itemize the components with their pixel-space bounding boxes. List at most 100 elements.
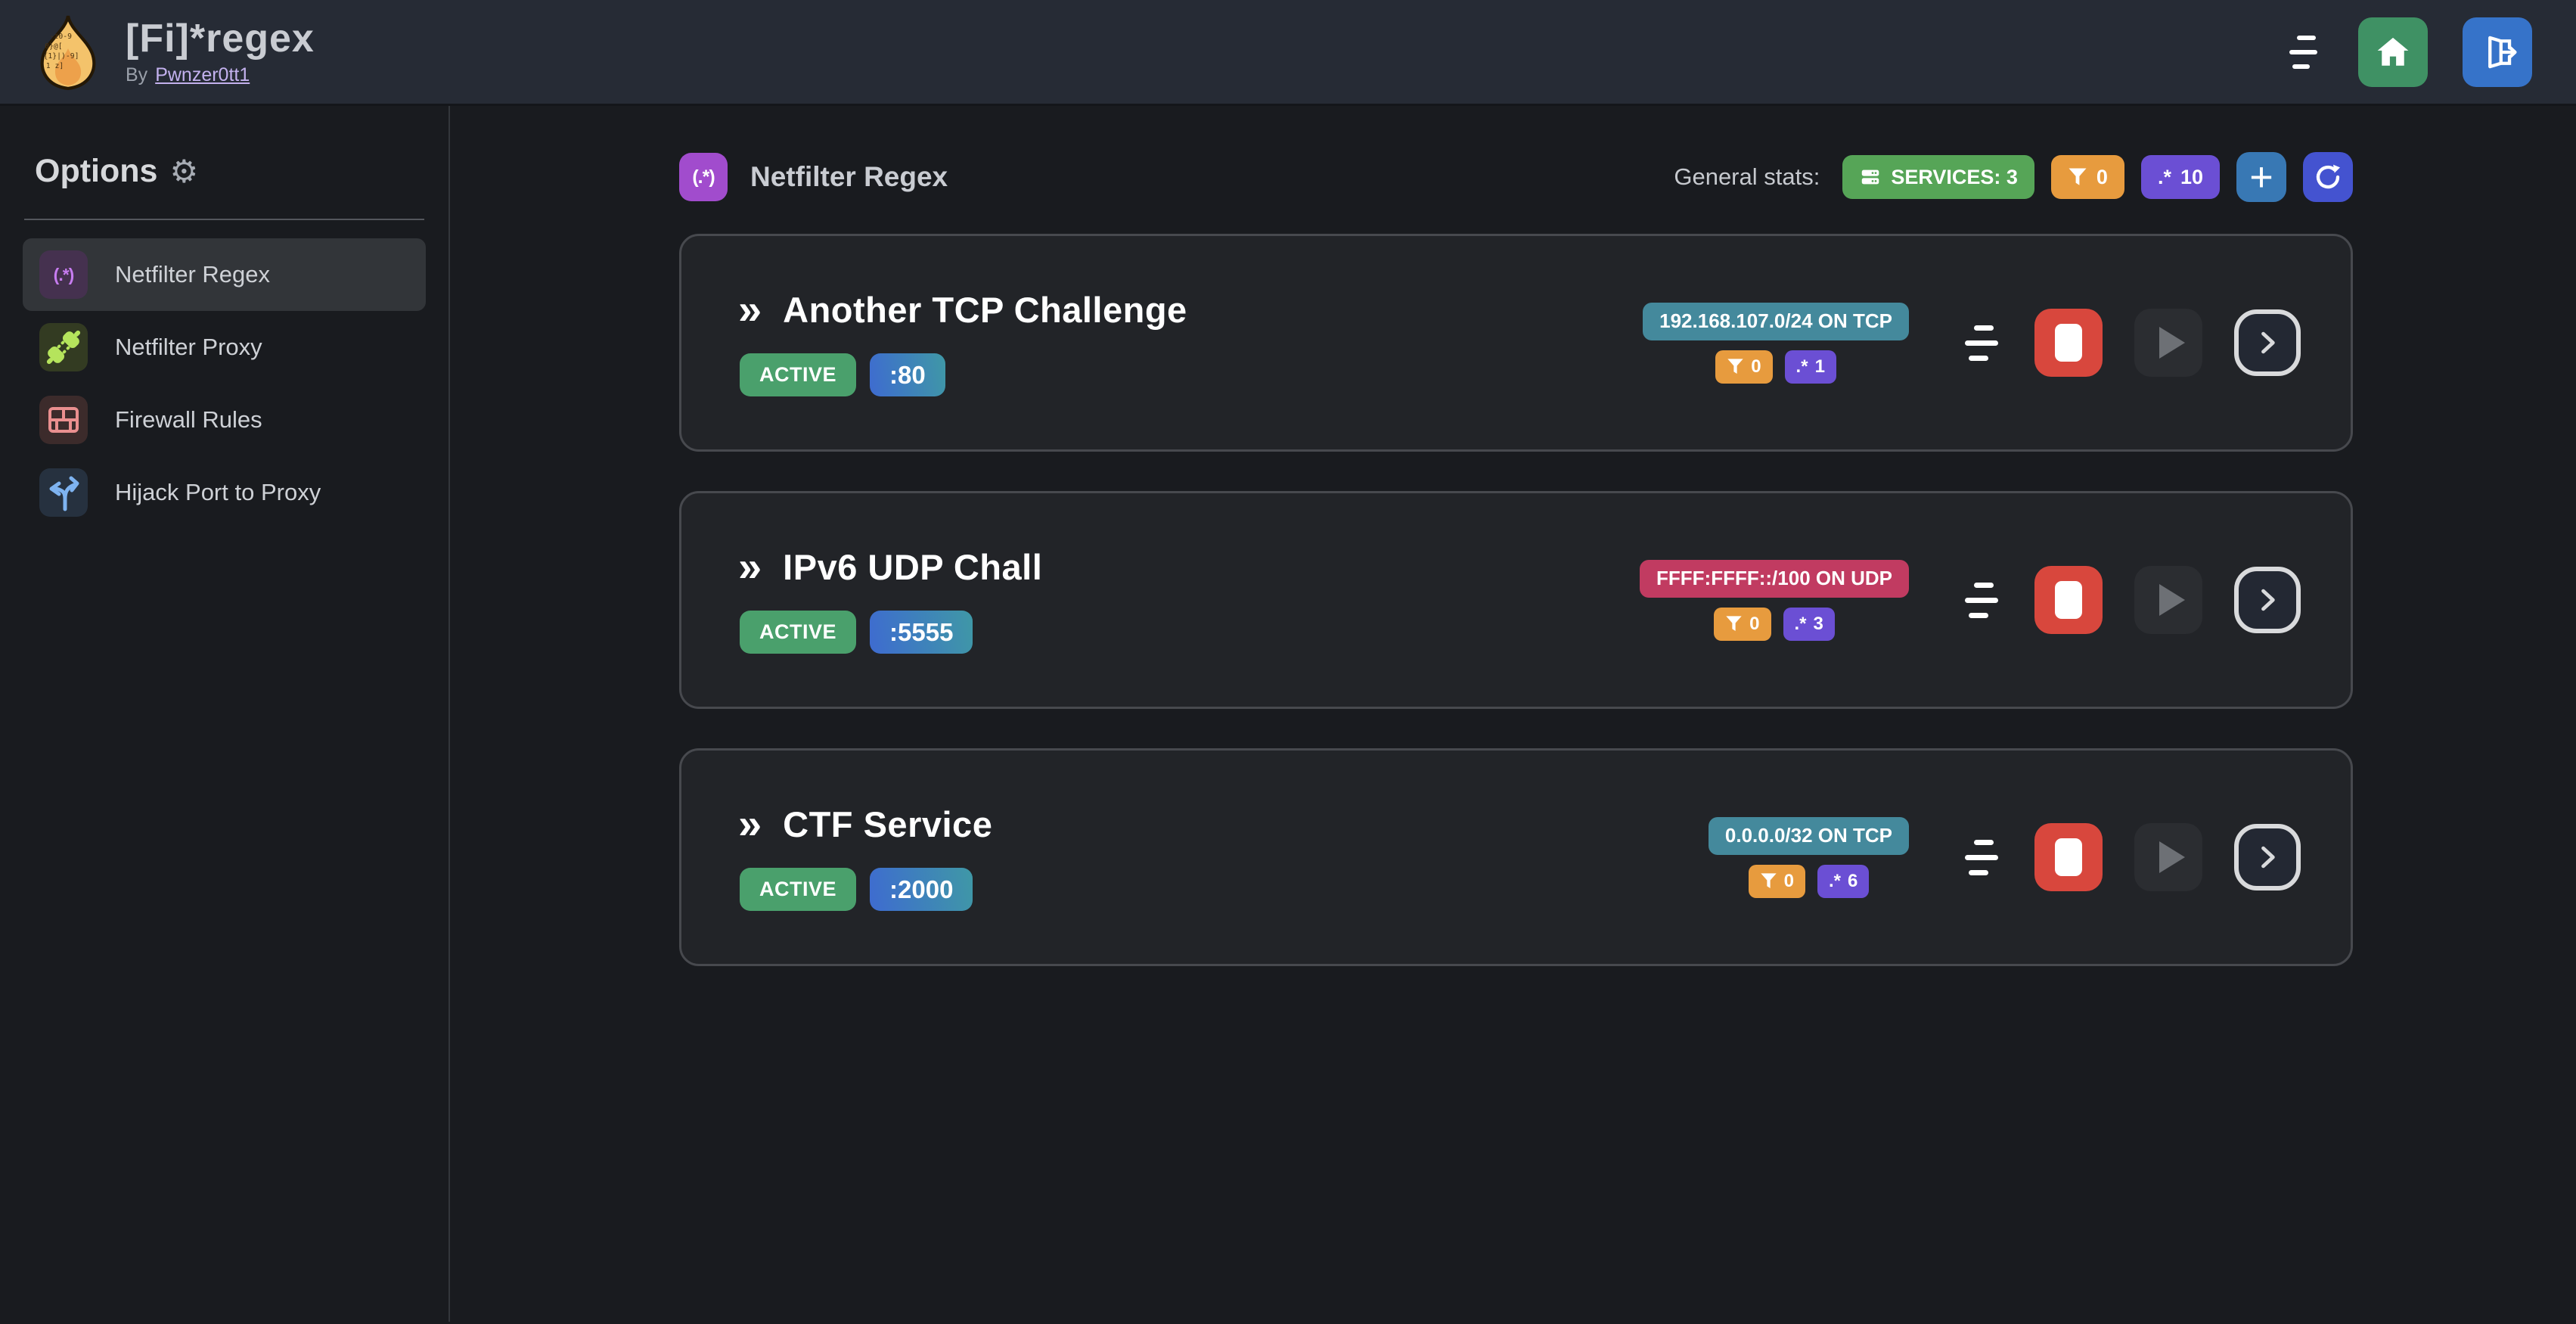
byline-label: By: [126, 64, 148, 85]
filters-count-badge: 0: [2050, 155, 2124, 199]
port-badge: :5555: [870, 611, 973, 654]
dot-star-icon: .*: [1794, 613, 1807, 634]
refresh-icon: [2316, 164, 2340, 189]
brick-wall-icon: [39, 396, 88, 444]
regex-count-label: 6: [1847, 870, 1858, 891]
service-card: » IPv6 UDP Chall ACTIVE :5555 FFFF:FFFF:…: [679, 491, 2353, 709]
sidebar-divider: [24, 219, 424, 220]
regex-count-label: 1: [1814, 356, 1825, 377]
port-badge: :2000: [870, 868, 973, 911]
start-service-button[interactable]: [2134, 309, 2202, 377]
service-card-badges: 0.0.0.0/32 ON TCP 0 .* 6: [1708, 816, 1909, 898]
main-content: (.*) Netfilter Regex General stats:: [450, 106, 2576, 1322]
services-count-label: SERVICES: 3: [1891, 165, 2018, 188]
cidr-badge: FFFF:FFFF::/100 ON UDP: [1640, 559, 1909, 598]
open-service-button[interactable]: [2234, 567, 2301, 633]
cidr-badge: 0.0.0.0/32 ON TCP: [1708, 816, 1909, 855]
sidebar-item-firewall-rules[interactable]: Firewall Rules: [23, 384, 426, 456]
open-service-button[interactable]: [2234, 309, 2301, 376]
flame-logo-icon: -z0-9 0}@[ {1}|)-9] 1 z]: [40, 15, 96, 90]
plus-icon: +: [2249, 154, 2273, 200]
service-card-info: » Another TCP Challenge ACTIVE :80: [738, 288, 1187, 396]
service-card: » CTF Service ACTIVE :2000 0.0.0.0/32 ON…: [679, 748, 2353, 966]
service-name: CTF Service: [783, 804, 993, 844]
dot-star-icon: .*: [1795, 356, 1808, 377]
sidebar-heading-label: Options: [35, 153, 158, 189]
service-name: Another TCP Challenge: [783, 290, 1187, 330]
dot-star-icon: .*: [1828, 870, 1841, 891]
filters-count-label: 0: [1749, 613, 1760, 634]
regex-count-badge: .* 3: [1783, 607, 1835, 641]
main-header: (.*) Netfilter Regex General stats:: [679, 152, 2353, 202]
svg-text:0}@[: 0}@[: [45, 42, 62, 51]
split-arrows-icon: [39, 468, 88, 517]
sidebar-item-hijack-port-to-proxy[interactable]: Hijack Port to Proxy: [23, 456, 426, 529]
service-name: IPv6 UDP Chall: [783, 547, 1043, 587]
start-service-button[interactable]: [2134, 566, 2202, 634]
regex-icon: (.*): [39, 250, 88, 299]
regex-count-label: 10: [2180, 165, 2203, 188]
add-service-button[interactable]: +: [2236, 152, 2286, 202]
start-service-button[interactable]: [2134, 823, 2202, 891]
chevron-right-icon: [2261, 846, 2275, 869]
general-stats-label: General stats:: [1674, 163, 1820, 190]
play-icon: [2159, 327, 2185, 359]
refresh-button[interactable]: [2303, 152, 2353, 202]
stop-icon: [2055, 581, 2082, 619]
chevron-right-icon: [2261, 331, 2275, 354]
filters-count-badge: 0: [1748, 864, 1805, 898]
filter-icon: [1760, 873, 1777, 889]
sidebar: Options ⚙ (.*) Netfilter Regex: [0, 106, 450, 1322]
sidebar-item-label: Netfilter Regex: [115, 261, 271, 287]
service-menu-icon[interactable]: [1960, 578, 2003, 623]
netfilter-regex-icon: (.*): [679, 153, 728, 201]
service-card-controls: FFFF:FFFF::/100 ON UDP 0 .* 3: [1640, 559, 2301, 641]
sidebar-item-netfilter-proxy[interactable]: Netfilter Proxy: [23, 311, 426, 384]
regex-count-badge: .* 1: [1784, 350, 1836, 384]
filter-icon: [2069, 168, 2087, 185]
status-badge: ACTIVE: [740, 868, 857, 911]
filters-count-label: 0: [2096, 165, 2108, 188]
play-icon: [2159, 841, 2185, 873]
service-card: » Another TCP Challenge ACTIVE :80 192.1…: [679, 234, 2353, 452]
general-stats: General stats: SERVICES: 3: [1674, 152, 2353, 202]
service-menu-icon[interactable]: [1960, 835, 2003, 880]
gear-icon: ⚙: [169, 154, 199, 189]
service-menu-icon[interactable]: [1960, 321, 2003, 365]
logout-button[interactable]: [2463, 17, 2532, 87]
server-icon: [1862, 169, 1879, 185]
service-card-badges: 192.168.107.0/24 ON TCP 0 .* 1: [1643, 302, 1909, 384]
svg-text:1 z]: 1 z]: [46, 62, 64, 70]
filters-count-label: 0: [1751, 356, 1761, 377]
author-link[interactable]: Pwnzer0tt1: [155, 64, 250, 85]
regex-count-badge: .* 10: [2140, 155, 2220, 199]
title-block: [Fi]*regex By Pwnzer0tt1: [126, 17, 315, 85]
filter-icon: [1726, 616, 1742, 632]
stop-service-button[interactable]: [2034, 566, 2103, 634]
sidebar-item-label: Hijack Port to Proxy: [115, 479, 321, 505]
port-badge: :80: [870, 353, 945, 396]
service-card-badges: FFFF:FFFF::/100 ON UDP 0 .* 3: [1640, 559, 1909, 641]
service-card-info: » CTF Service ACTIVE :2000: [738, 803, 992, 911]
regex-icon-glyph: (.*): [53, 264, 75, 284]
plug-link-icon: [39, 323, 88, 371]
double-chevron-icon: »: [738, 800, 762, 848]
play-icon: [2159, 584, 2185, 616]
status-badge: ACTIVE: [740, 353, 857, 396]
dot-star-icon: .*: [2157, 165, 2171, 188]
open-service-button[interactable]: [2234, 824, 2301, 890]
regex-count-label: 3: [1813, 613, 1823, 634]
menu-icon[interactable]: [2283, 30, 2323, 75]
cidr-badge: 192.168.107.0/24 ON TCP: [1643, 302, 1909, 340]
navbar-actions: [2283, 17, 2532, 87]
sidebar-item-netfilter-regex[interactable]: (.*) Netfilter Regex: [23, 238, 426, 311]
sidebar-heading: Options ⚙: [35, 153, 414, 190]
stop-icon: [2055, 838, 2082, 876]
stop-service-button[interactable]: [2034, 823, 2103, 891]
double-chevron-icon: »: [738, 542, 762, 591]
filter-icon: [1727, 359, 1743, 375]
service-card-controls: 0.0.0.0/32 ON TCP 0 .* 6: [1708, 816, 2301, 898]
regex-count-badge: .* 6: [1817, 864, 1870, 898]
stop-service-button[interactable]: [2034, 309, 2103, 377]
home-button[interactable]: [2358, 17, 2428, 87]
